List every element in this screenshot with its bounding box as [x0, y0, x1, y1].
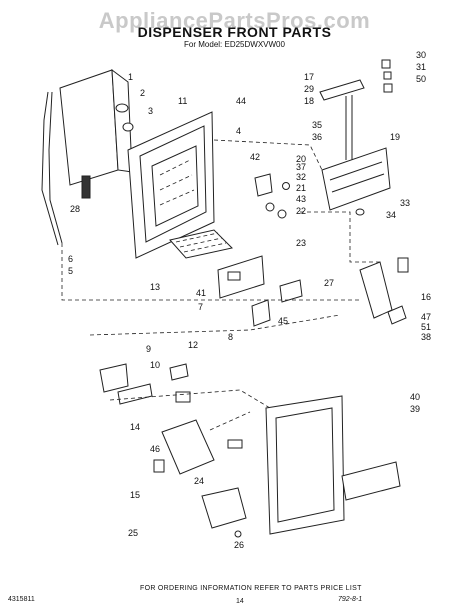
callout-6: 6	[68, 254, 73, 264]
callout-32: 32	[296, 172, 306, 182]
callout-7: 7	[198, 302, 203, 312]
callout-50: 50	[416, 74, 426, 84]
part-ice-chute	[41, 68, 133, 246]
callout-46: 46	[150, 444, 160, 454]
part-28-shape	[81, 175, 91, 199]
part-control-board	[217, 255, 265, 299]
part-19-bracket	[321, 147, 391, 211]
callout-19: 19	[390, 132, 400, 142]
part-9-shape	[99, 363, 129, 393]
part-45-shape	[175, 391, 191, 403]
callout-43: 43	[296, 194, 306, 204]
part-control-chip	[227, 271, 241, 281]
callout-37: 37	[296, 162, 306, 172]
callout-1: 1	[128, 72, 133, 82]
part-8-shape	[251, 299, 271, 327]
part-dispenser-housing	[127, 111, 215, 259]
callout-25: 25	[128, 528, 138, 538]
callout-12: 12	[188, 340, 198, 350]
part-47-shape	[387, 305, 407, 325]
part-50-shape	[383, 83, 393, 93]
part-12-shape	[169, 363, 189, 381]
callout-5: 5	[68, 266, 73, 276]
callout-39: 39	[410, 404, 420, 414]
part-3-shape	[122, 122, 134, 132]
callout-26: 26	[234, 540, 244, 550]
callout-11: 11	[178, 96, 187, 106]
callout-22: 22	[296, 206, 306, 216]
part-31-shape	[383, 71, 392, 80]
callout-8: 8	[228, 332, 233, 342]
callout-30: 30	[416, 50, 426, 60]
callout-15: 15	[130, 490, 140, 500]
part-17-shape	[319, 79, 365, 101]
part-27-shape	[279, 279, 303, 303]
part-21-shape	[282, 182, 290, 190]
callout-3: 3	[148, 106, 153, 116]
watermark: AppliancePartsPros.com	[98, 8, 371, 33]
part-16-shape	[397, 257, 409, 273]
reference-code: 792-8-1	[338, 596, 363, 603]
part-25-shape	[201, 487, 247, 529]
callout-33: 33	[400, 198, 410, 208]
ordering-note: FOR ORDERING INFORMATION REFER TO PARTS …	[140, 585, 362, 592]
part-drip-tray	[169, 229, 234, 259]
callout-23: 23	[296, 238, 306, 248]
callout-41: 41	[196, 288, 206, 298]
callout-51: 51	[421, 322, 431, 332]
callout-9: 9	[146, 344, 151, 354]
callout-34: 34	[386, 210, 396, 220]
diagram-subtitle: For Model: ED25DWXVW00	[184, 40, 285, 49]
leader-lines	[61, 139, 380, 431]
callout-labels: 1 2 3 4 5 6 7 8 9 10 11 12 13 14 15 16 1…	[68, 50, 431, 550]
callout-35: 35	[312, 120, 322, 130]
part-19-bracket-detail	[329, 161, 385, 193]
part-47b-shape	[227, 439, 243, 449]
part-43-shape	[265, 202, 275, 212]
callout-2: 2	[140, 88, 145, 98]
callout-44: 44	[236, 96, 246, 106]
callout-42: 42	[250, 152, 260, 162]
diagram-title: DISPENSER FRONT PARTS	[137, 24, 332, 40]
part-22-shape	[277, 209, 287, 219]
part-15-shape	[153, 459, 165, 473]
part-actuator-rod	[345, 95, 353, 160]
callout-36: 36	[312, 132, 322, 142]
callout-4: 4	[236, 126, 241, 136]
callout-18: 18	[304, 96, 314, 106]
callout-13: 13	[150, 282, 160, 292]
part-42-shape	[254, 173, 273, 197]
callout-40: 40	[410, 392, 420, 402]
callout-10: 10	[150, 360, 160, 370]
callout-27: 27	[324, 278, 334, 288]
page-number: 14	[236, 598, 244, 605]
callout-47: 47	[421, 312, 431, 322]
part-2-shape	[115, 103, 129, 113]
part-26-shape	[234, 530, 242, 538]
part-24-lever	[161, 419, 215, 475]
callout-14: 14	[130, 422, 140, 432]
callout-45: 45	[278, 316, 288, 326]
callout-20: 20	[296, 154, 306, 164]
callout-28: 28	[70, 204, 80, 214]
part-dispenser-door	[265, 395, 401, 535]
callout-21: 21	[296, 183, 306, 193]
callout-31: 31	[416, 62, 426, 72]
part-lever-arm	[359, 261, 393, 319]
callout-29: 29	[304, 84, 314, 94]
callout-16: 16	[421, 292, 431, 302]
callout-38: 38	[421, 332, 431, 342]
callout-17: 17	[304, 72, 314, 82]
callout-24: 24	[194, 476, 204, 486]
part-34-shape	[355, 208, 365, 216]
part-30-shape	[381, 59, 391, 69]
document-number: 4315811	[8, 596, 35, 603]
